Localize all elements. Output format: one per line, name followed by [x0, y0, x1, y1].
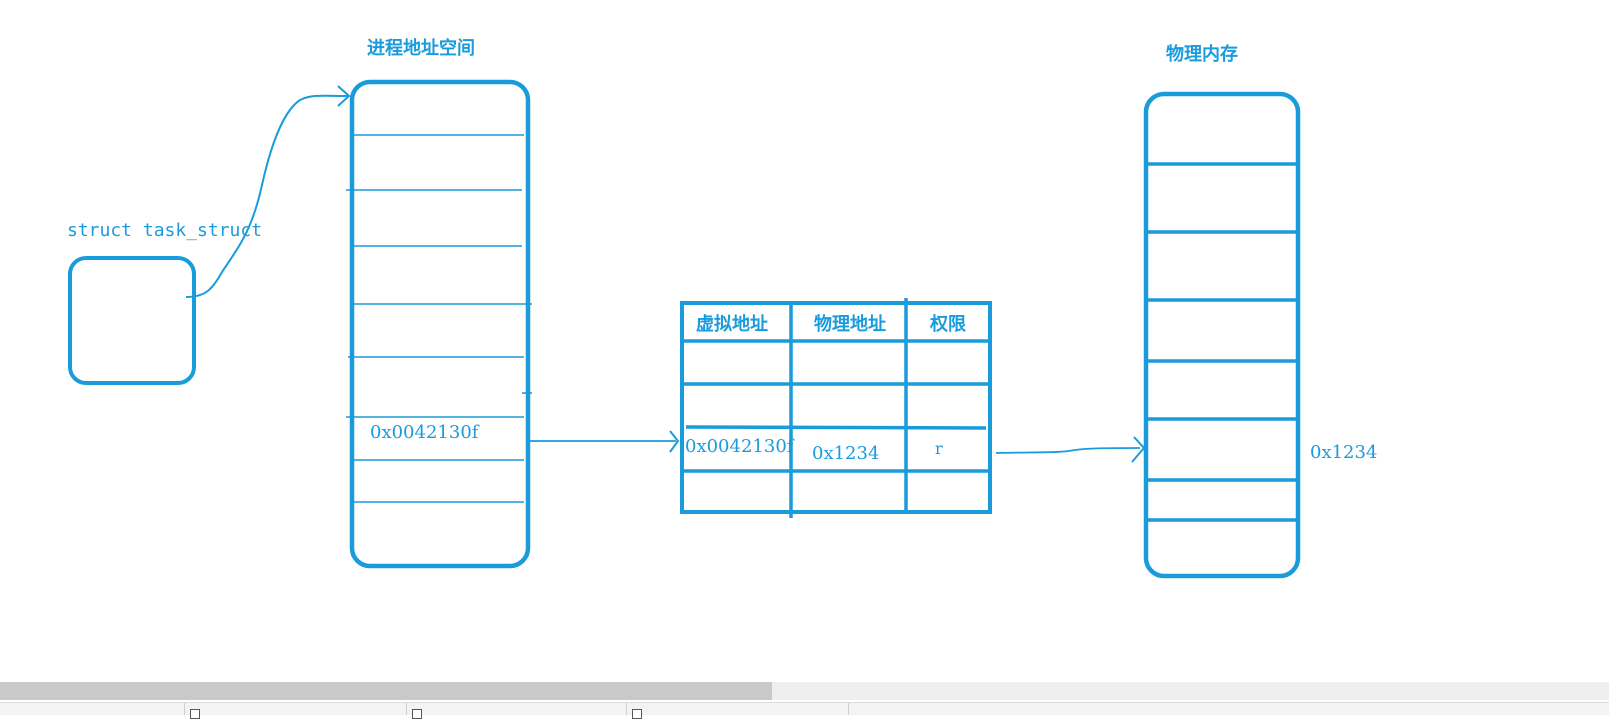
page-table-frame — [680, 301, 992, 514]
page-table-header-virtual: 虚拟地址 — [696, 313, 768, 335]
task-struct-arrowhead — [337, 85, 351, 107]
bottom-tab-strip — [0, 702, 1609, 719]
physical-memory-address: 0x1234 — [1310, 442, 1377, 463]
horizontal-scrollbar[interactable] — [0, 682, 1609, 700]
task-struct-pointer-arrow — [185, 94, 349, 298]
bottom-tab[interactable] — [0, 703, 185, 715]
address-space-dividers — [346, 134, 532, 503]
page-table-row-line — [685, 425, 987, 430]
bottom-tab[interactable] — [626, 703, 849, 719]
physical-memory-box — [1143, 91, 1301, 579]
physical-address-arrowhead — [1131, 436, 1146, 463]
horizontal-scrollbar-thumb[interactable] — [0, 682, 773, 700]
physical-memory-dividers — [1146, 162, 1298, 522]
physical-memory-title: 物理内存 — [1166, 43, 1238, 65]
page-table: 虚拟地址 物理地址 权限 0x0042130f 0x1234 r — [680, 298, 992, 518]
page-icon — [190, 709, 200, 719]
address-space-box — [349, 79, 531, 569]
task-struct-label: struct task_struct — [67, 220, 262, 241]
physical-address-arrow — [995, 447, 1141, 454]
bottom-tab[interactable] — [184, 703, 407, 719]
page-table-physical-address: 0x1234 — [812, 443, 879, 464]
diagram-canvas: struct task_struct 进程地址空间 0x0042130f 虚拟地… — [67, 37, 1377, 579]
virtual-address-arrowhead — [669, 430, 680, 453]
page-table-header-permission: 权限 — [929, 313, 967, 335]
page-table-permission: r — [935, 439, 943, 458]
task-struct-box — [68, 256, 196, 385]
address-space-title: 进程地址空间 — [367, 37, 475, 59]
bottom-tab[interactable] — [406, 703, 627, 719]
page-icon — [412, 709, 422, 719]
address-space-virtual-address: 0x0042130f — [370, 422, 480, 443]
page-table-header-physical: 物理地址 — [814, 313, 886, 335]
page-icon — [632, 709, 642, 719]
page-table-virtual-address: 0x0042130f — [685, 436, 795, 457]
